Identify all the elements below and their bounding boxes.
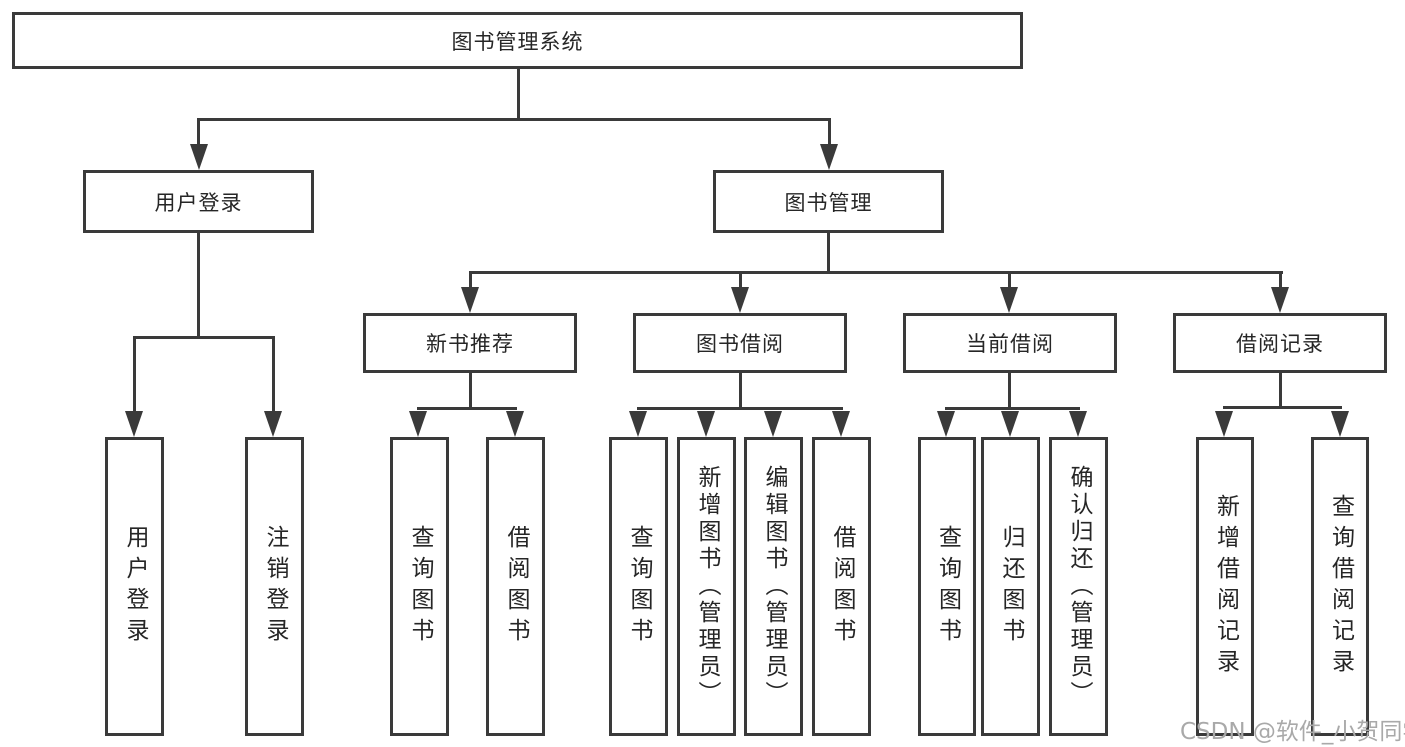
connector-line [1223,406,1342,409]
arrow-down-icon [697,411,715,437]
connector-line [739,271,742,291]
arrow-down-icon [1001,411,1019,437]
arrow-down-icon [937,411,955,437]
connector-line [945,407,1080,410]
node-label: 新增借阅记录 [1212,493,1239,680]
arrow-down-icon [832,411,850,437]
arrow-down-icon [461,287,479,313]
connector-line [469,271,472,291]
connector-line [517,69,520,118]
connector-line [469,271,1283,274]
connector-line [1008,271,1011,291]
leaf-add-borrow-record: 新增借阅记录 [1196,437,1254,736]
arrow-down-icon [1215,411,1233,437]
node-root-library-system: 图书管理系统 [12,12,1023,69]
leaf-query-books-recommend: 查询图书 [390,437,449,736]
connector-line [133,336,136,414]
node-label: 用户登录 [122,524,148,649]
leaf-query-books-borrow: 查询图书 [609,437,668,736]
arrow-down-icon [125,411,143,437]
arrow-down-icon [731,287,749,313]
connector-line [133,336,275,339]
leaf-add-books-admin: 新增图书（管理员） [677,437,736,736]
node-label: 借阅图书 [829,524,855,649]
node-book-management: 图书管理 [713,170,944,233]
node-label: 新增图书（管理员） [694,465,720,708]
node-label: 借阅图书 [503,524,529,649]
node-label: 新书推荐 [426,332,514,356]
connector-line [469,373,472,407]
arrow-down-icon [820,144,838,170]
arrow-down-icon [629,411,647,437]
arrow-down-icon [264,411,282,437]
leaf-borrow-books: 借阅图书 [812,437,871,736]
node-label: 查询图书 [934,524,961,649]
node-label: 查询借阅记录 [1327,493,1354,680]
arrow-down-icon [506,411,524,437]
node-label: 查询图书 [626,524,652,649]
connector-line [739,373,742,407]
leaf-user-login: 用户登录 [105,437,164,736]
node-book-borrow: 图书借阅 [633,313,847,373]
leaf-query-borrow-record: 查询借阅记录 [1311,437,1369,736]
arrow-down-icon [764,411,782,437]
node-borrow-records: 借阅记录 [1173,313,1387,373]
arrow-down-icon [1000,287,1018,313]
node-label: 归还图书 [998,524,1024,649]
node-label: 图书管理系统 [451,29,584,54]
node-label: 用户登录 [154,190,243,215]
leaf-borrow-books-recommend: 借阅图书 [486,437,545,736]
leaf-edit-books-admin: 编辑图书（管理员） [744,437,803,736]
arrow-down-icon [1069,411,1087,437]
node-new-book-recommend: 新书推荐 [363,313,577,373]
node-user-login: 用户登录 [83,170,314,233]
node-label: 图书借阅 [696,332,784,356]
node-current-borrow: 当前借阅 [903,313,1117,373]
leaf-logout: 注销登录 [245,437,304,736]
node-label: 查询图书 [407,524,433,649]
node-label: 确认归还（管理员） [1066,465,1092,708]
arrow-down-icon [409,411,427,437]
connector-line [272,336,275,414]
node-label: 编辑图书（管理员） [761,465,787,708]
connector-line [637,407,843,410]
node-label: 图书管理 [784,190,873,215]
connector-line [828,118,831,148]
leaf-query-books-current: 查询图书 [918,437,976,736]
connector-line [827,233,830,271]
arrow-down-icon [1271,287,1289,313]
leaf-return-books: 归还图书 [981,437,1040,736]
leaf-confirm-return-admin: 确认归还（管理员） [1049,437,1108,736]
connector-line [1279,373,1282,406]
node-label: 注销登录 [262,524,288,649]
node-label: 借阅记录 [1236,332,1324,356]
connector-line [197,118,200,148]
csdn-watermark: CSDN @软件_小贺同学 [1180,719,1405,745]
arrow-down-icon [190,144,208,170]
connector-line [198,118,831,121]
connector-line [197,233,200,336]
connector-line [1279,271,1282,291]
arrow-down-icon [1331,411,1349,437]
connector-line [417,407,517,410]
node-label: 当前借阅 [966,332,1054,356]
connector-line [1008,373,1011,407]
